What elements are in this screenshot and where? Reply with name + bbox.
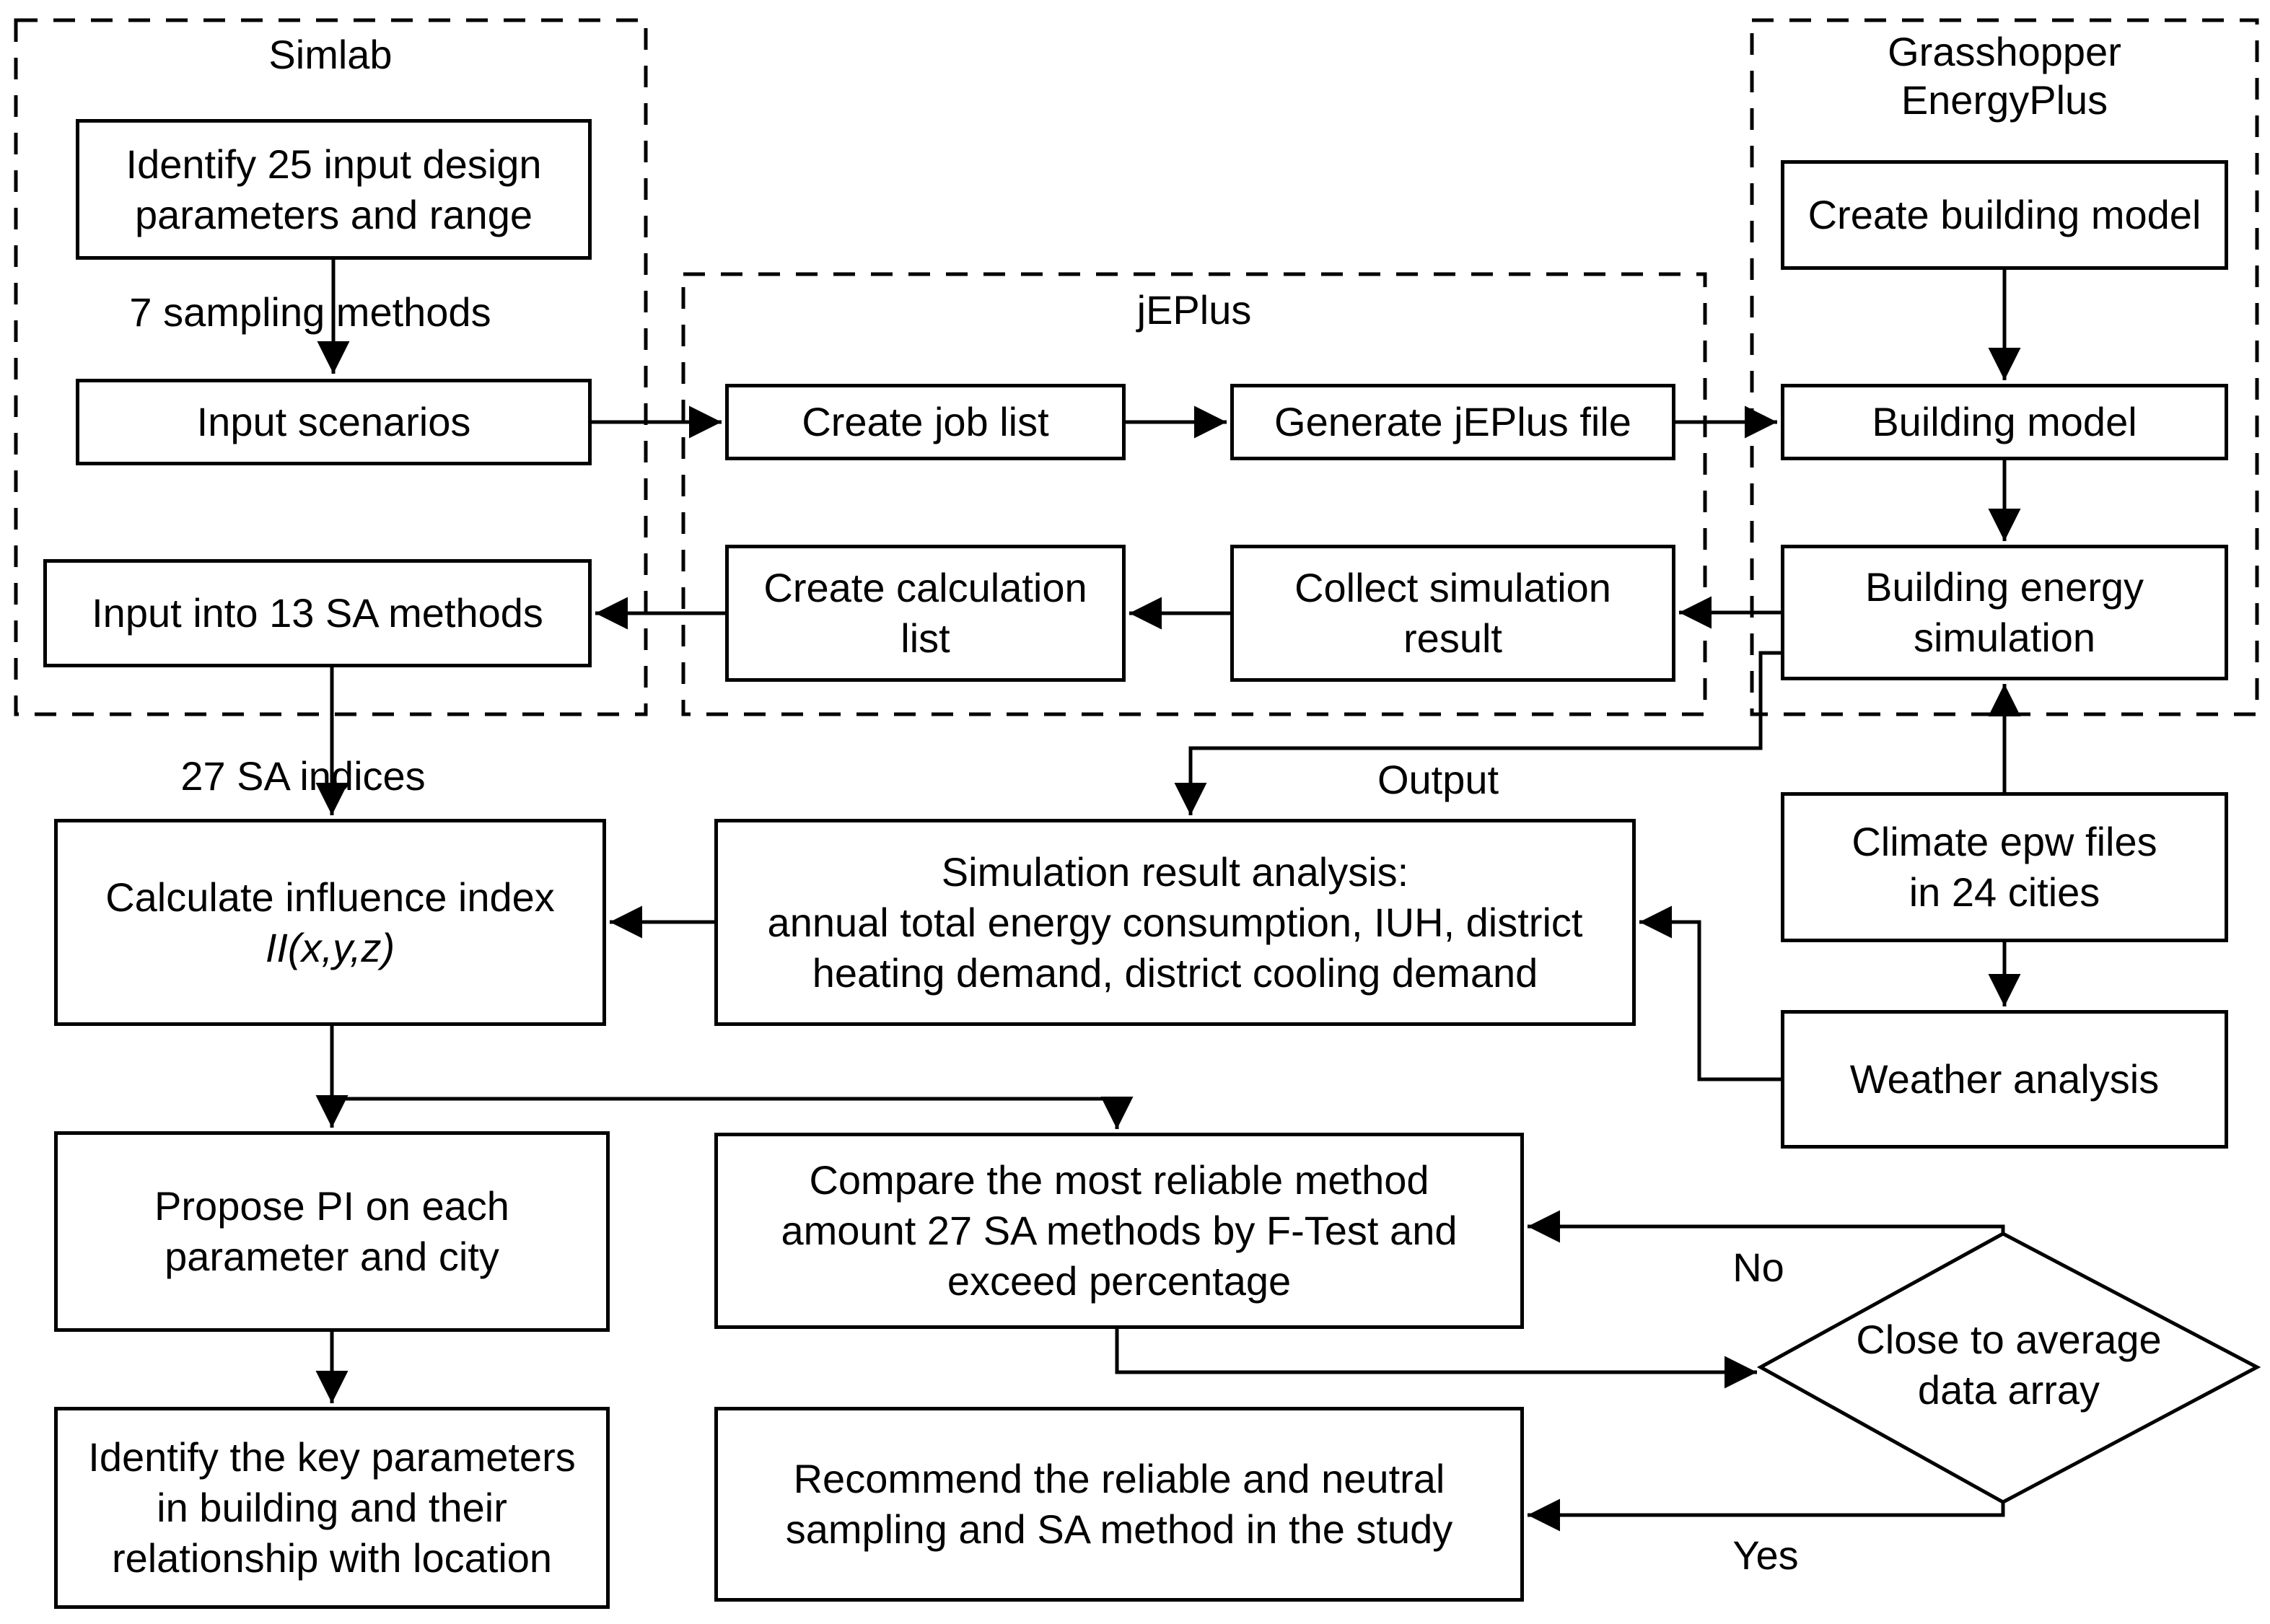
label-yes: Yes bbox=[1712, 1533, 1820, 1578]
arrow-decision-no-to-compare bbox=[1528, 1210, 2005, 1243]
box-line: Climate epw files bbox=[1852, 819, 2157, 864]
box-line: exceed percentage bbox=[947, 1258, 1292, 1304]
box-line: list bbox=[900, 615, 950, 661]
simlab-container bbox=[14, 18, 648, 716]
box-line-influence-formula: II(x,y,z) bbox=[265, 924, 395, 970]
grasshopper-title: Grasshopper EnergyPlus bbox=[1752, 27, 2257, 124]
box-line: parameter and city bbox=[165, 1234, 499, 1279]
box-line: Weather analysis bbox=[1849, 1056, 2160, 1102]
arrow-compare-to-decision bbox=[1115, 1329, 1757, 1389]
box-line: Building model bbox=[1872, 399, 2137, 444]
box-create-job-list: Create job list bbox=[725, 384, 1126, 460]
box-line: amount 27 SA methods by F-Test and bbox=[781, 1208, 1458, 1253]
box-line: Compare the most reliable method bbox=[809, 1157, 1429, 1203]
simlab-title: Simlab bbox=[42, 30, 619, 79]
box-identify-key-parameters: Identify the key parameters in building … bbox=[54, 1407, 610, 1609]
box-line: Create calculation bbox=[763, 565, 1087, 610]
box-building-model: Building model bbox=[1781, 384, 2228, 460]
box-line: Create building model bbox=[1807, 192, 2201, 237]
box-line: result bbox=[1403, 615, 1502, 661]
box-line: Simulation result analysis: bbox=[941, 848, 1409, 895]
grasshopper-title-line1: Grasshopper bbox=[1888, 29, 2121, 74]
box-simulation-result-analysis: Simulation result analysis: annual total… bbox=[714, 819, 1636, 1026]
label-no: No bbox=[1704, 1245, 1813, 1290]
jeplus-title: jEPlus bbox=[906, 286, 1483, 334]
label-text: Yes bbox=[1732, 1532, 1799, 1578]
jeplus-container bbox=[681, 272, 1707, 716]
box-line: heating demand, district cooling demand bbox=[812, 949, 1538, 996]
box-building-energy-simulation: Building energy simulation bbox=[1781, 545, 2228, 680]
simlab-title-text: Simlab bbox=[268, 32, 393, 77]
label-sa-indices: 27 SA indices bbox=[87, 754, 520, 799]
box-line: Recommend the reliable and neutral bbox=[793, 1456, 1445, 1501]
jeplus-title-text: jEPlus bbox=[1136, 287, 1252, 333]
box-line: Create job list bbox=[802, 399, 1049, 444]
label-text: Output bbox=[1377, 757, 1499, 802]
label-text: 27 SA indices bbox=[180, 753, 426, 799]
label-output: Output bbox=[1330, 758, 1546, 802]
decision-line: Close to average bbox=[1856, 1317, 2162, 1362]
decision-diamond bbox=[1756, 1232, 2261, 1504]
arrow-output-to-analysis bbox=[1174, 651, 1781, 815]
box-calculate-influence-index: Calculate influence index II(x,y,z) bbox=[54, 819, 606, 1026]
box-line: relationship with location bbox=[111, 1535, 553, 1581]
box-line: Building energy bbox=[1864, 564, 2144, 610]
arrow-weather-to-analysis bbox=[1639, 905, 1781, 1081]
box-line: Identify the key parameters bbox=[88, 1434, 576, 1480]
arrow-influence-to-compare bbox=[332, 1097, 1134, 1129]
label-sampling-methods: 7 sampling methods bbox=[94, 290, 527, 335]
box-line: Input scenarios bbox=[196, 399, 471, 444]
box-recommend-method: Recommend the reliable and neutral sampl… bbox=[714, 1407, 1524, 1602]
grasshopper-title-line2: EnergyPlus bbox=[1901, 77, 2108, 123]
box-line: sampling and SA method in the study bbox=[785, 1506, 1453, 1552]
box-line: annual total energy consumption, IUH, di… bbox=[767, 899, 1583, 945]
box-compare-reliable-method: Compare the most reliable method amount … bbox=[714, 1133, 1524, 1329]
decision-diamond-label: Close to average data array bbox=[1789, 1314, 2228, 1415]
box-collect-simulation-result: Collect simulation result bbox=[1230, 545, 1675, 682]
box-create-calculation-list: Create calculation list bbox=[725, 545, 1126, 682]
box-line: Collect simulation bbox=[1294, 565, 1611, 610]
box-input-sa-methods: Input into 13 SA methods bbox=[43, 559, 592, 667]
box-line: parameters and range bbox=[134, 191, 533, 237]
box-generate-jeplus-file: Generate jEPlus file bbox=[1230, 384, 1675, 460]
box-identify-parameters: Identify 25 input design parameters and … bbox=[76, 119, 592, 260]
box-climate-epw-files: Climate epw files in 24 cities bbox=[1781, 792, 2228, 942]
box-propose-pi: Propose PI on each parameter and city bbox=[54, 1131, 610, 1332]
box-create-building-model: Create building model bbox=[1781, 160, 2228, 270]
box-line: Input into 13 SA methods bbox=[92, 590, 543, 636]
box-line: Identify 25 input design bbox=[126, 141, 542, 187]
box-line: Propose PI on each bbox=[154, 1183, 509, 1229]
box-line: simulation bbox=[1913, 615, 2096, 660]
box-input-scenarios: Input scenarios bbox=[76, 379, 592, 465]
decision-line: data array bbox=[1917, 1367, 2100, 1413]
box-line: in 24 cities bbox=[1909, 869, 2100, 915]
box-line: Calculate influence index bbox=[105, 874, 555, 920]
box-line: Generate jEPlus file bbox=[1274, 399, 1631, 444]
arrow-decision-yes-to-recommend bbox=[1528, 1498, 2005, 1532]
label-text: 7 sampling methods bbox=[129, 289, 491, 335]
label-text: No bbox=[1732, 1245, 1784, 1290]
box-weather-analysis: Weather analysis bbox=[1781, 1010, 2228, 1149]
box-line: in building and their bbox=[157, 1485, 507, 1530]
